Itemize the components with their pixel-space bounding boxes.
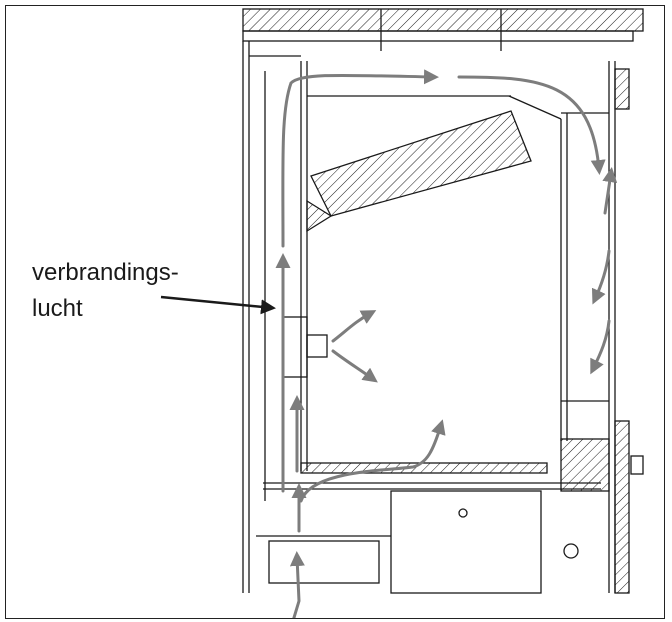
label-line-2: lucht: [32, 295, 83, 322]
flow-arrow-left-channel-up: [281, 69, 439, 248]
air-flow-arrows: [275, 69, 618, 618]
flow-arrow-bottom-inlet: [289, 551, 305, 618]
callout-arrow: [160, 295, 276, 315]
flow-arrow-right-channel-3: [590, 319, 611, 375]
flow-arrow-into-firebox-down: [331, 349, 378, 383]
combustion-air-label: verbrandings- lucht: [32, 255, 179, 327]
flow-arrow-top-over-baffle: [457, 75, 606, 175]
stove-cross-section: [160, 8, 644, 618]
stove-body: [242, 8, 644, 594]
label-line-1: verbrandings-: [32, 259, 179, 286]
diagram-frame: verbrandings- lucht: [5, 5, 665, 619]
flow-arrow-right-channel-2: [591, 249, 611, 305]
flow-arrow-grate-up: [299, 419, 446, 503]
flow-arrow-right-channel-1: [602, 167, 618, 215]
flow-arrow-into-firebox-up: [331, 310, 377, 343]
